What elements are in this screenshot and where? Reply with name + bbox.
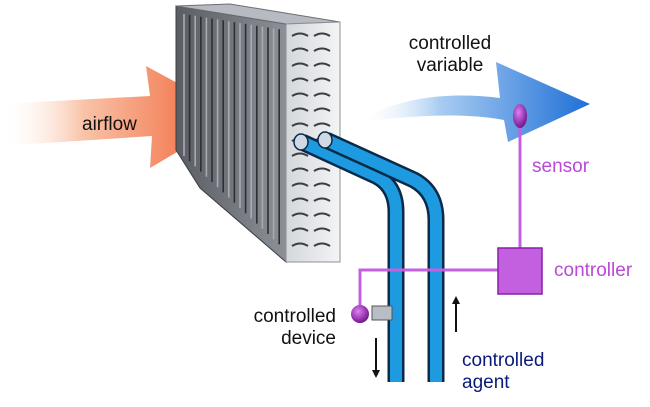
coil-return-bend bbox=[291, 182, 309, 187]
controlled-agent-label: controlled agent bbox=[462, 350, 544, 394]
controlled-variable-arrow bbox=[358, 62, 590, 142]
coil-fins bbox=[183, 14, 281, 245]
coil-return-bend bbox=[313, 47, 331, 52]
valve-body bbox=[371, 305, 393, 321]
coil-return-bend bbox=[291, 77, 309, 82]
flow-arrows bbox=[372, 296, 460, 378]
controlled-device-line-1: controlled bbox=[253, 306, 336, 327]
coil-return-bend bbox=[313, 32, 331, 37]
controller-box bbox=[497, 247, 543, 295]
signal-lines bbox=[358, 124, 522, 308]
coil-return-bend bbox=[291, 152, 309, 157]
controller-label: controller bbox=[554, 260, 633, 281]
coil-return-bend bbox=[313, 107, 331, 112]
coil-return-bend bbox=[291, 227, 309, 232]
valve-actuator bbox=[351, 305, 369, 323]
coil-return-bend bbox=[291, 122, 309, 127]
coil-return-bend bbox=[313, 122, 331, 127]
controlled-agent-line-2: agent bbox=[462, 372, 510, 393]
upflow-arrowhead bbox=[452, 296, 460, 304]
coil-return-bend bbox=[313, 62, 331, 67]
controlled-variable-label: controlled variable bbox=[395, 33, 505, 77]
downflow-arrowhead bbox=[372, 370, 380, 378]
coil-return-bend bbox=[291, 47, 309, 52]
sensor-label: sensor bbox=[532, 156, 590, 177]
coil-return-bend bbox=[313, 77, 331, 82]
return-pipe bbox=[323, 134, 442, 382]
controlled-agent-line-1: controlled bbox=[462, 350, 545, 371]
coil-return-bend bbox=[291, 32, 309, 37]
controlled-device-line-2: device bbox=[281, 328, 336, 349]
control-signal-line bbox=[358, 268, 498, 308]
coil-return-bend bbox=[313, 197, 331, 202]
supply-pipe bbox=[299, 136, 402, 382]
coil-return-bend bbox=[291, 197, 309, 202]
coil-return-bend bbox=[291, 167, 309, 172]
coil bbox=[175, 3, 341, 264]
coil-return-bend bbox=[291, 92, 309, 97]
coil-pipes bbox=[293, 131, 445, 382]
coil-return-bend bbox=[313, 242, 331, 247]
controlled-device-label: controlled device bbox=[230, 306, 336, 350]
coil-return-bend bbox=[313, 92, 331, 97]
coil-return-bend bbox=[313, 167, 331, 172]
controlled-variable-line-1: controlled bbox=[408, 33, 492, 54]
coil-return-bend bbox=[291, 62, 309, 67]
supply-pipe-end bbox=[293, 133, 309, 151]
coil-return-bend bbox=[313, 227, 331, 232]
return-pipe-end bbox=[317, 131, 333, 149]
coil-return-bend bbox=[291, 242, 309, 247]
control-valve bbox=[351, 305, 393, 323]
coil-front-face bbox=[175, 5, 287, 264]
coil-return-bend bbox=[291, 107, 309, 112]
controlled-variable-line-2: variable bbox=[416, 55, 484, 76]
coil-return-bend bbox=[313, 212, 331, 217]
sensor-bulb bbox=[513, 104, 527, 128]
airflow-label: airflow bbox=[82, 114, 137, 135]
coil-return-bend bbox=[291, 212, 309, 217]
coil-return-bend bbox=[313, 182, 331, 187]
